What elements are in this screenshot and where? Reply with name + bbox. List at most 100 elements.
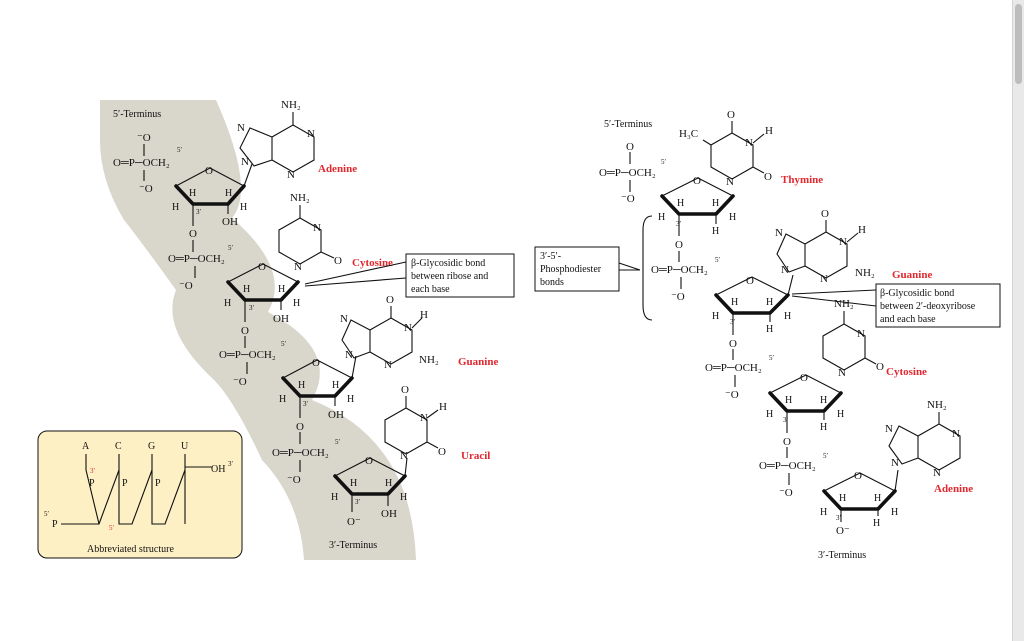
svg-text:N: N <box>400 450 408 462</box>
dna-phosphodiester-callout: 3′-5′- Phosphodiester bonds <box>534 215 653 321</box>
svg-text:O: O <box>189 228 197 240</box>
svg-text:H: H <box>731 297 738 308</box>
svg-text:H: H <box>347 394 354 405</box>
svg-text:H: H <box>189 188 196 199</box>
svg-text:P: P <box>89 478 95 489</box>
svg-text:N: N <box>420 412 428 424</box>
svg-text:N: N <box>237 122 245 134</box>
svg-text:H: H <box>298 380 305 391</box>
dna-cytosine-label: Cytosine <box>886 366 927 378</box>
svg-text:3′: 3′ <box>836 514 842 522</box>
svg-text:H: H <box>729 212 736 223</box>
svg-text:3′: 3′ <box>303 400 309 408</box>
svg-text:N: N <box>294 261 302 273</box>
svg-text:O═P─OCH₂: O═P─OCH₂ <box>219 349 276 361</box>
svg-text:and each base: and each base <box>880 314 936 325</box>
svg-text:N: N <box>340 313 348 325</box>
rna-five-terminus: 5′-Terminus <box>113 109 161 120</box>
svg-text:N: N <box>952 428 960 440</box>
svg-text:H: H <box>891 507 898 518</box>
svg-text:O: O <box>365 455 373 467</box>
scrollbar-thumb[interactable] <box>1015 4 1022 84</box>
svg-text:H: H <box>873 518 880 529</box>
svg-text:H: H <box>243 284 250 295</box>
svg-text:5′: 5′ <box>823 452 829 460</box>
svg-text:⁻O: ⁻O <box>779 487 793 499</box>
svg-text:C: C <box>115 441 122 452</box>
svg-text:⁻O: ⁻O <box>287 474 301 486</box>
svg-text:O: O <box>675 239 683 251</box>
svg-text:G: G <box>148 441 155 452</box>
svg-text:O: O <box>386 294 394 306</box>
svg-text:H: H <box>766 324 773 335</box>
svg-text:OH: OH <box>381 508 397 520</box>
svg-text:A: A <box>82 441 90 452</box>
svg-text:H: H <box>677 198 684 209</box>
svg-text:H: H <box>874 493 881 504</box>
vertical-scrollbar[interactable] <box>1012 0 1024 641</box>
svg-text:5′: 5′ <box>715 256 721 264</box>
svg-text:H: H <box>279 394 286 405</box>
rna-guanine-base: O N N N H N NH₂ Guanine <box>340 294 498 371</box>
svg-text:O: O <box>401 384 409 396</box>
dna-thymine-label: Thymine <box>781 174 823 186</box>
rna-glycosidic-callout: β-Glycosidic bond between ribose and eac… <box>304 253 515 298</box>
svg-text:3′: 3′ <box>249 304 255 312</box>
svg-text:N: N <box>857 328 865 340</box>
svg-text:O⁻: O⁻ <box>836 525 850 537</box>
svg-text:3′: 3′ <box>90 467 96 475</box>
rna-guanine-label: Guanine <box>458 356 498 368</box>
svg-text:3′: 3′ <box>228 460 234 468</box>
svg-text:N: N <box>891 457 899 469</box>
svg-text:5′: 5′ <box>228 244 234 252</box>
svg-text:N: N <box>745 137 753 149</box>
svg-text:H: H <box>172 202 179 213</box>
svg-text:Phosphodiester: Phosphodiester <box>540 264 602 275</box>
svg-text:H: H <box>820 395 827 406</box>
svg-text:O: O <box>626 141 634 153</box>
dna-cytosine-base: NH₂ N N O Cytosine <box>822 298 927 379</box>
svg-text:H: H <box>658 212 665 223</box>
rna-cytosine-base: NH₂ N N O Cytosine <box>278 192 393 273</box>
svg-text:5′: 5′ <box>335 438 341 446</box>
svg-text:each base: each base <box>411 284 450 295</box>
svg-text:5′: 5′ <box>109 524 115 532</box>
svg-text:O: O <box>296 421 304 433</box>
svg-text:H: H <box>278 284 285 295</box>
svg-text:H: H <box>420 309 428 321</box>
svg-text:O═P─OCH₂: O═P─OCH₂ <box>168 253 225 265</box>
dna-adenine-base: NH₂ N N N N Adenine <box>885 399 973 495</box>
svg-text:N: N <box>838 367 846 379</box>
svg-text:⁻O: ⁻O <box>179 280 193 292</box>
svg-text:NH₂: NH₂ <box>419 354 439 366</box>
svg-text:P: P <box>122 478 128 489</box>
svg-text:⁻O: ⁻O <box>139 183 153 195</box>
svg-text:N: N <box>345 349 353 361</box>
svg-text:U: U <box>181 441 189 452</box>
svg-text:O═P─OCH₂: O═P─OCH₂ <box>759 460 816 472</box>
dna-glycosidic-callout: β-Glycosidic bond between 2′-deoxyribose… <box>791 283 1001 328</box>
svg-text:between ribose and: between ribose and <box>411 271 488 282</box>
abbreviated-caption: Abbreviated structure <box>87 544 174 555</box>
svg-text:between 2′-deoxyribose: between 2′-deoxyribose <box>880 301 976 312</box>
svg-text:H: H <box>332 380 339 391</box>
rna-phosphate-1: ⁻O O═P─OCH₂ ⁻O 5′ <box>113 132 183 195</box>
svg-text:H: H <box>785 395 792 406</box>
svg-text:N: N <box>775 227 783 239</box>
svg-text:H: H <box>439 401 447 413</box>
svg-text:H: H <box>839 493 846 504</box>
svg-text:O: O <box>205 165 213 177</box>
svg-text:N: N <box>885 423 893 435</box>
svg-text:H: H <box>766 409 773 420</box>
svg-text:H: H <box>858 224 866 236</box>
svg-text:O: O <box>312 357 320 369</box>
svg-text:H: H <box>385 478 392 489</box>
rna-three-terminus: 3′-Terminus <box>329 540 377 551</box>
svg-text:NH₂: NH₂ <box>290 192 310 204</box>
